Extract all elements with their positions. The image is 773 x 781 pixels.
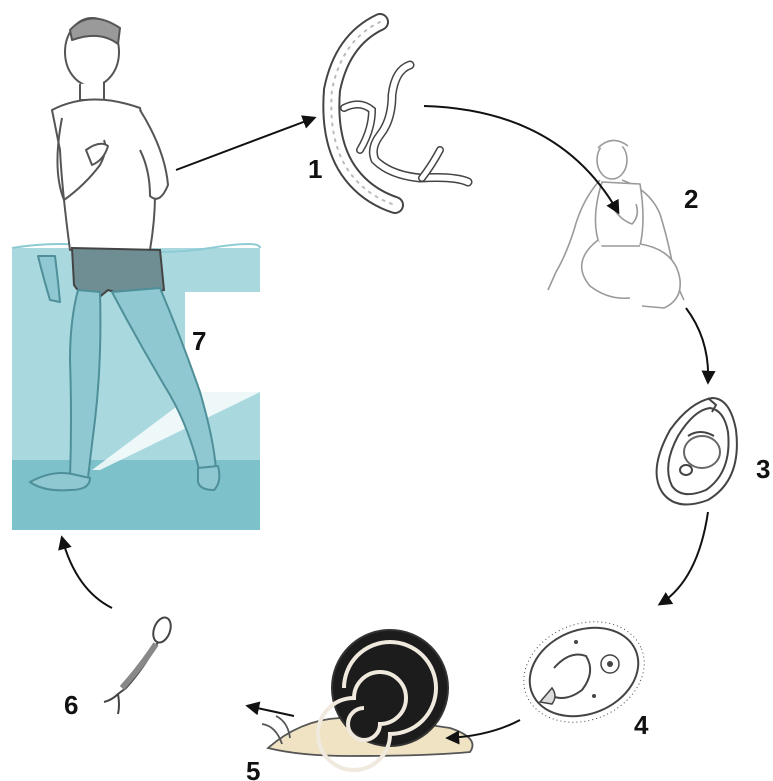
egg-icon: [657, 398, 737, 505]
arrow-2-to-3: [686, 308, 708, 382]
water-floor: [12, 460, 260, 530]
stage-label-7: 7: [192, 326, 206, 356]
stage-label-2: 2: [684, 184, 698, 214]
arrow-6-to-7: [62, 538, 112, 608]
cercaria-icon: [104, 615, 174, 714]
stage-label-5: 5: [246, 756, 260, 781]
adult-worm-icon: [331, 22, 468, 205]
arrow-7-to-1: [176, 118, 314, 170]
stage-label-4: 4: [634, 710, 649, 740]
crouching-person-icon: [548, 140, 684, 308]
stage-label-3: 3: [756, 454, 770, 484]
stage-label-6: 6: [64, 690, 78, 720]
arrow-5-to-6: [248, 706, 294, 716]
arrow-3-to-4: [660, 512, 708, 604]
man-wading-icon: [12, 18, 265, 530]
stage-label-1: 1: [308, 154, 322, 184]
snail-icon: [262, 630, 473, 770]
